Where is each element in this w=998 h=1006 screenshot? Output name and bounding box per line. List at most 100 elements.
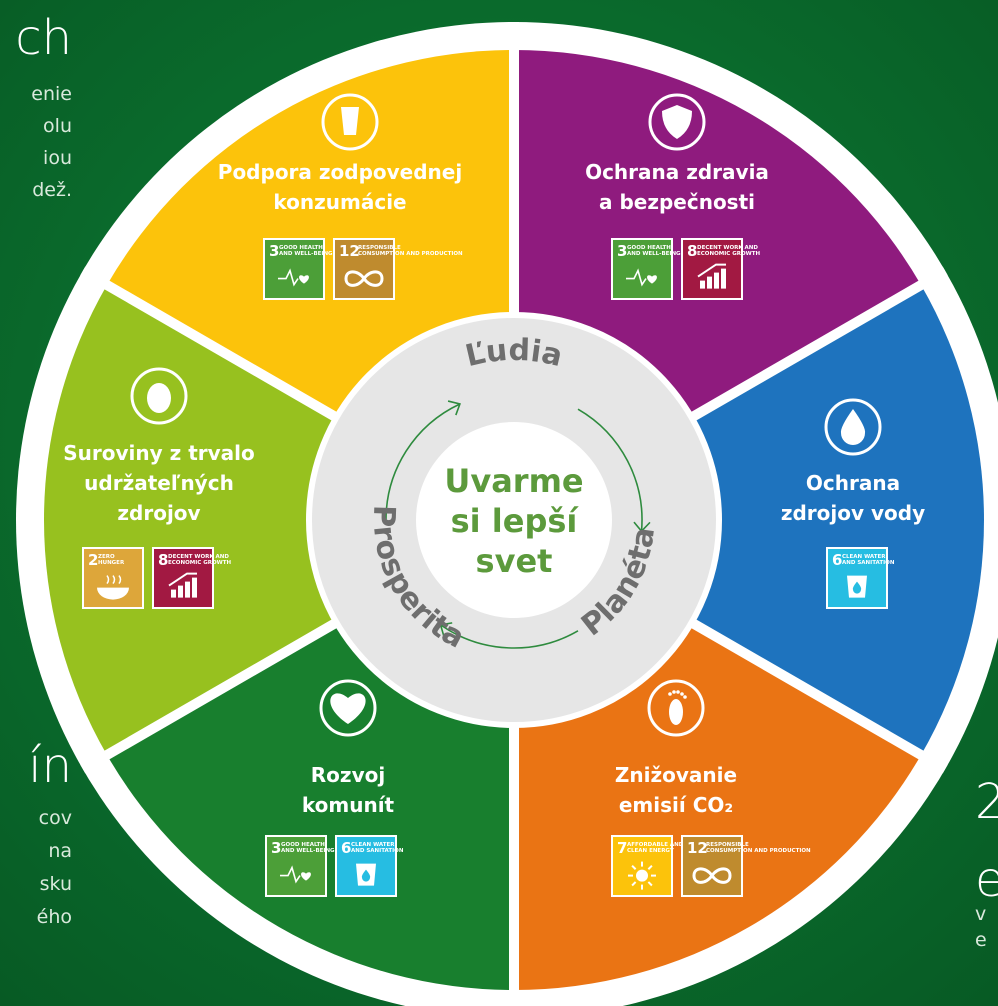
segment-title-line: komunít — [302, 793, 395, 817]
toe — [676, 690, 680, 694]
sdg-label: GOOD HEALTH — [279, 245, 323, 251]
bar — [185, 581, 190, 598]
sdg-label: DECENT WORK AND — [168, 554, 229, 560]
sdg-number: 12 — [339, 242, 360, 260]
heartbeat-icon — [280, 865, 301, 884]
toe — [668, 692, 672, 696]
drop — [852, 581, 862, 594]
sdg-number: 3 — [271, 839, 281, 857]
heart-icon — [301, 872, 311, 881]
sdg-label: AND WELL-BEING — [627, 251, 681, 257]
sdg-label: GOOD HEALTH — [627, 245, 671, 251]
center-title-line: si lepší — [451, 502, 580, 540]
sun-ray — [647, 881, 653, 887]
segment-title-line: zdrojov vody — [781, 501, 925, 525]
bar — [192, 577, 197, 598]
bowl-icon — [97, 587, 129, 600]
sdg-number: 12 — [687, 839, 708, 857]
sdg-label: AND WELL-BEING — [281, 848, 335, 854]
shield-icon — [662, 105, 692, 139]
arrow-head — [633, 521, 651, 533]
cycle-arrow — [440, 624, 579, 649]
growth-chart-icon — [697, 263, 726, 278]
center-title-line: svet — [476, 542, 553, 580]
sdg-label: CONSUMPTION AND PRODUCTION — [706, 848, 811, 854]
center-circle — [416, 422, 612, 618]
sdg-label: AND WELL-BEING — [279, 251, 333, 257]
toe — [683, 695, 687, 699]
bar — [721, 268, 726, 289]
sdg-label: AND SANITATION — [351, 848, 404, 854]
segment-title-line: zdrojov — [117, 501, 200, 525]
sdg-label: AFFORDABLE AND — [627, 842, 684, 848]
segment-title-line: udržateľných — [84, 471, 234, 495]
sdg-number: 6 — [832, 551, 842, 569]
toe — [672, 690, 676, 694]
arrow-head — [447, 400, 461, 416]
heartbeat-icon — [626, 268, 647, 287]
sdg-number: 6 — [341, 839, 351, 857]
glass-icon — [341, 107, 359, 135]
bar — [707, 276, 712, 289]
sdg-label: CLEAN WATER — [842, 554, 886, 560]
sdg-number: 3 — [617, 242, 627, 260]
side-line: e — [975, 929, 987, 951]
segment-title-line: konzumácie — [273, 190, 406, 214]
bar — [178, 585, 183, 598]
sdg-label: CLEAN WATER — [351, 842, 395, 848]
hop-icon — [147, 383, 171, 413]
segment-title-line: Ochrana — [806, 471, 900, 495]
icon-circle — [648, 93, 706, 151]
segment-title-line: Rozvoj — [311, 763, 385, 787]
handshake-icon — [330, 693, 366, 724]
center-title-line: Uvarme — [444, 462, 583, 500]
sdg-number: 8 — [158, 551, 168, 569]
sdg-label: CONSUMPTION AND PRODUCTION — [358, 251, 463, 257]
side-line: iou — [43, 147, 72, 169]
water-drop-icon — [840, 409, 866, 445]
segment-title-line: Suroviny z trvalo — [63, 441, 255, 465]
footprint-icon — [669, 699, 683, 725]
infinity-icon — [344, 270, 384, 287]
side-line: v — [975, 903, 987, 925]
steam — [112, 575, 116, 585]
sdg-number: 3 — [269, 242, 279, 260]
bar — [714, 272, 719, 289]
side-text-bottom-right: 2 e v e — [975, 778, 998, 956]
sdg-number: 7 — [617, 839, 627, 857]
sdg-label: RESPONSIBLE — [706, 842, 749, 848]
sdg-number: 2 — [88, 551, 98, 569]
steam — [106, 575, 110, 585]
growth-chart-icon — [168, 572, 197, 587]
sdg-number: 8 — [687, 242, 697, 260]
arrow-head — [439, 622, 453, 637]
steam — [118, 575, 122, 585]
heartbeat-icon — [278, 268, 299, 287]
icon-circle — [321, 93, 379, 151]
side-line: enie — [31, 83, 72, 105]
ring-label-ludia: Ľudia — [462, 333, 566, 374]
side-line: cov — [38, 807, 72, 829]
sun-ray — [631, 881, 637, 887]
drop — [361, 869, 371, 882]
side-line: ého — [36, 906, 72, 928]
bar — [171, 589, 176, 598]
sdg-label: ZERO — [98, 554, 115, 560]
sdg-label: DECENT WORK AND — [697, 245, 758, 251]
side-heading: ín — [28, 738, 72, 794]
side-line: dež. — [32, 179, 72, 201]
sdg-label: AND SANITATION — [842, 560, 895, 566]
side-heading: e — [975, 852, 998, 908]
infinity-icon — [692, 867, 732, 884]
